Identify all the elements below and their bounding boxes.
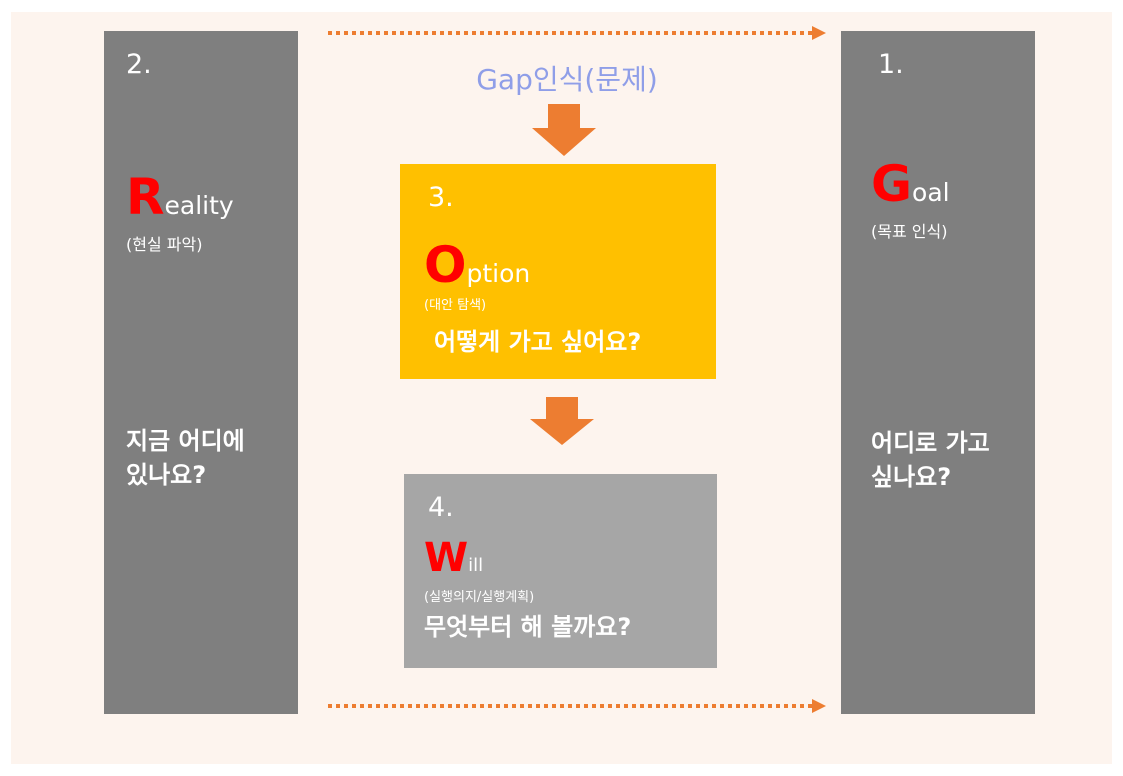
goal-title: Goal [871,159,950,209]
option-question: 어떻게 가고 싶어요? [434,328,642,356]
goal-question-line-1: 어디로 가고 [871,429,990,457]
reality-question: 지금 어디에 있나요? [126,424,245,492]
goal-number: 1. [878,49,904,80]
goal-big-letter: G [871,155,913,213]
reality-big-letter: R [126,168,165,226]
option-subtitle: (대안 탐색) [424,298,487,313]
goal-question: 어디로 가고 싶나요? [871,426,990,494]
option-big-letter: O [424,236,467,294]
goal-rest: oal [912,178,950,207]
bottom-dotted-arrow [328,699,826,713]
reality-column: 2. Reality (현실 파악) 지금 어디에 있나요? [104,31,298,714]
arrow-down-2-icon [530,397,594,445]
option-rest: ption [466,259,531,288]
reality-question-line-2: 있나요? [126,461,207,489]
goal-subtitle: (목표 인식) [871,222,948,241]
goal-column: 1. Goal (목표 인식) 어디로 가고 싶나요? [841,31,1035,714]
option-number: 3. [428,182,454,213]
arrow-down-1-icon [532,104,596,156]
will-box: 4. Will (실행의지/실행계획) 무엇부터 해 볼까요? [404,474,717,668]
will-question: 무엇부터 해 볼까요? [424,613,632,641]
reality-rest: eality [164,191,234,220]
will-title: Will [424,538,483,578]
will-big-letter: W [424,535,469,581]
gap-label: Gap인식(문제) [476,63,658,96]
will-number: 4. [428,492,454,523]
will-subtitle: (실행의지/실행계획) [424,590,535,605]
goal-question-line-2: 싶나요? [871,463,952,491]
reality-title: Reality [126,172,234,222]
will-rest: ill [468,555,484,576]
reality-question-line-1: 지금 어디에 [126,427,245,455]
option-box: 3. Option (대안 탐색) 어떻게 가고 싶어요? [400,164,716,379]
reality-number: 2. [126,49,152,80]
top-dotted-arrow [328,26,826,40]
option-title: Option [424,240,530,290]
reality-subtitle: (현실 파악) [126,235,203,254]
